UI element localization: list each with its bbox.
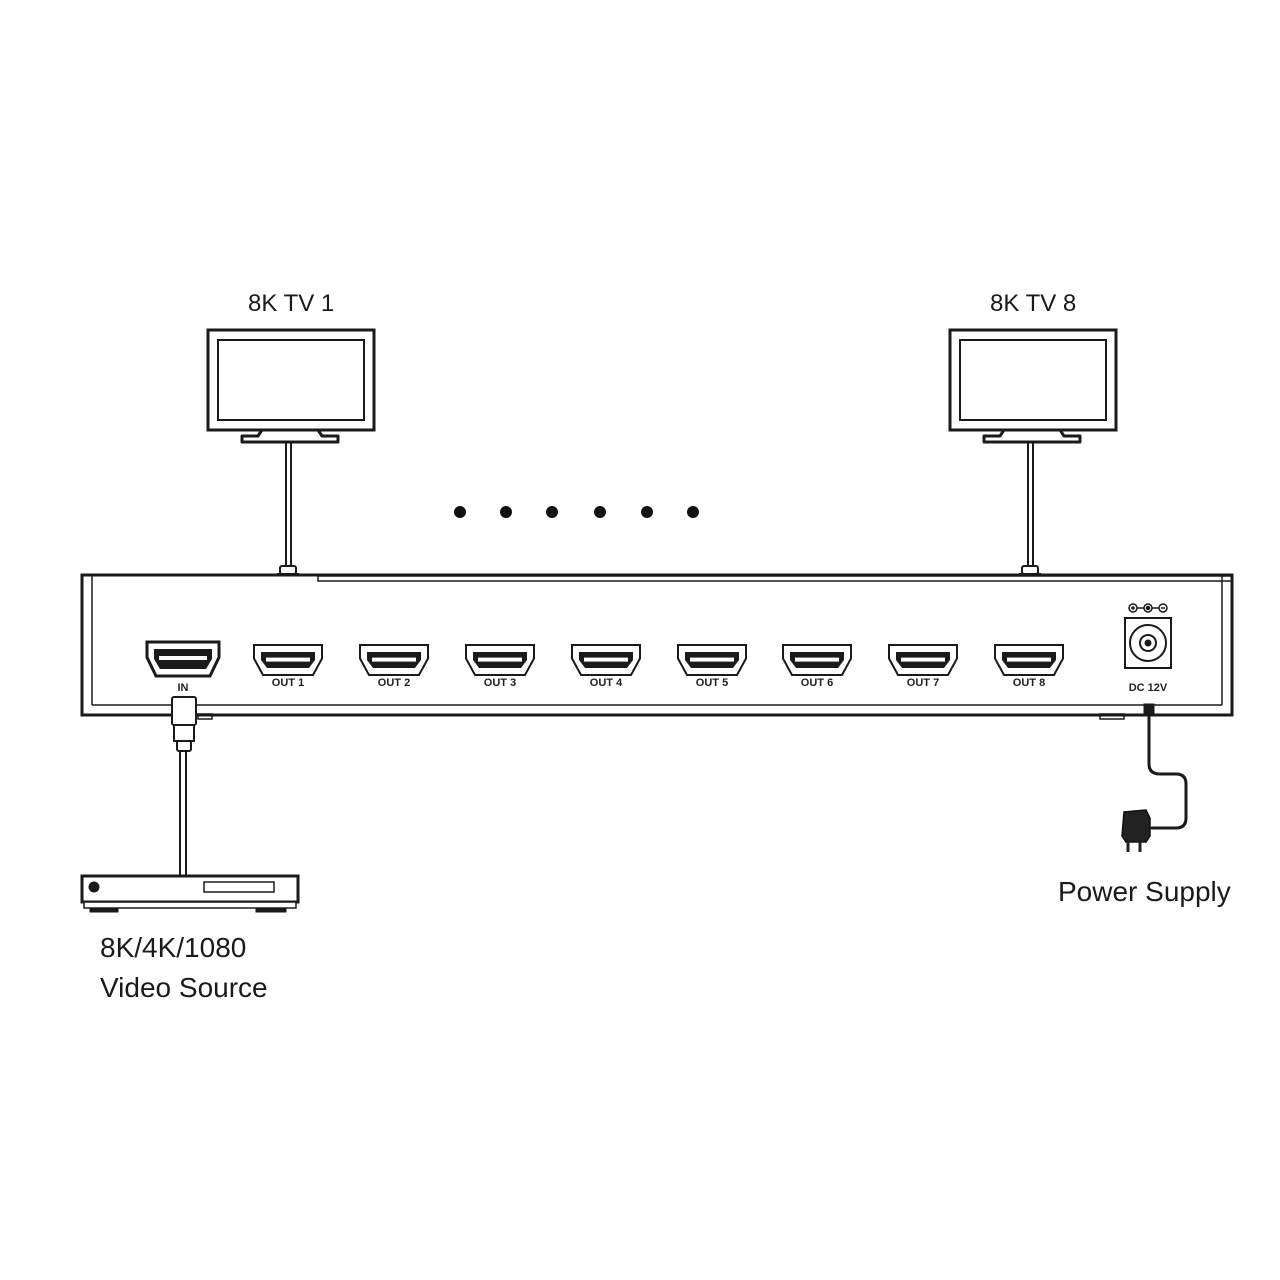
port-label-dc: DC 12V: [1128, 682, 1168, 694]
source-label-line-2: Video Source: [100, 972, 268, 1003]
power-supply-label: Power Supply: [1058, 876, 1231, 907]
port-label-out-7: OUT 7: [906, 677, 940, 689]
port-label-out-1: OUT 1: [271, 677, 305, 689]
power-adapter-icon: [1121, 809, 1151, 852]
port-label-out-4: OUT 4: [589, 677, 623, 689]
hdmi-port-out-4: [571, 644, 641, 676]
hdmi-port-out-3: [465, 644, 535, 676]
hdmi-port-out-8: [994, 644, 1064, 676]
port-label-out-8: OUT 8: [1012, 677, 1046, 689]
hdmi-port-out-2: [359, 644, 429, 676]
hdmi-port-out-5: [677, 644, 747, 676]
port-label-in: IN: [177, 682, 189, 694]
dc-power-jack: [1124, 617, 1172, 669]
source-label-line-1: 8K/4K/1080: [100, 932, 247, 963]
hdmi-port-out-7: [888, 644, 958, 676]
hdmi-cable-source: [171, 696, 197, 876]
polarity-icon: [1128, 603, 1168, 613]
tv-8-label: 8K TV 8: [990, 290, 1077, 317]
source-label: 8K/4K/1080 Video Source: [100, 928, 268, 1008]
port-label-out-2: OUT 2: [377, 677, 411, 689]
tv-1-icon: [206, 328, 376, 444]
more-displays-dots: [454, 506, 699, 518]
port-label-out-5: OUT 5: [695, 677, 729, 689]
hdmi-port-out-1: [253, 644, 323, 676]
tv-1-label: 8K TV 1: [248, 290, 335, 317]
tv-8-icon: [948, 328, 1118, 444]
power-cable: [1143, 703, 1188, 830]
port-label-out-3: OUT 3: [483, 677, 517, 689]
port-label-out-6: OUT 6: [800, 677, 834, 689]
hdmi-ports: [145, 640, 1064, 678]
hdmi-port-in: [145, 640, 221, 678]
hdmi-port-out-6: [782, 644, 852, 676]
video-source-device-icon: [80, 874, 300, 913]
